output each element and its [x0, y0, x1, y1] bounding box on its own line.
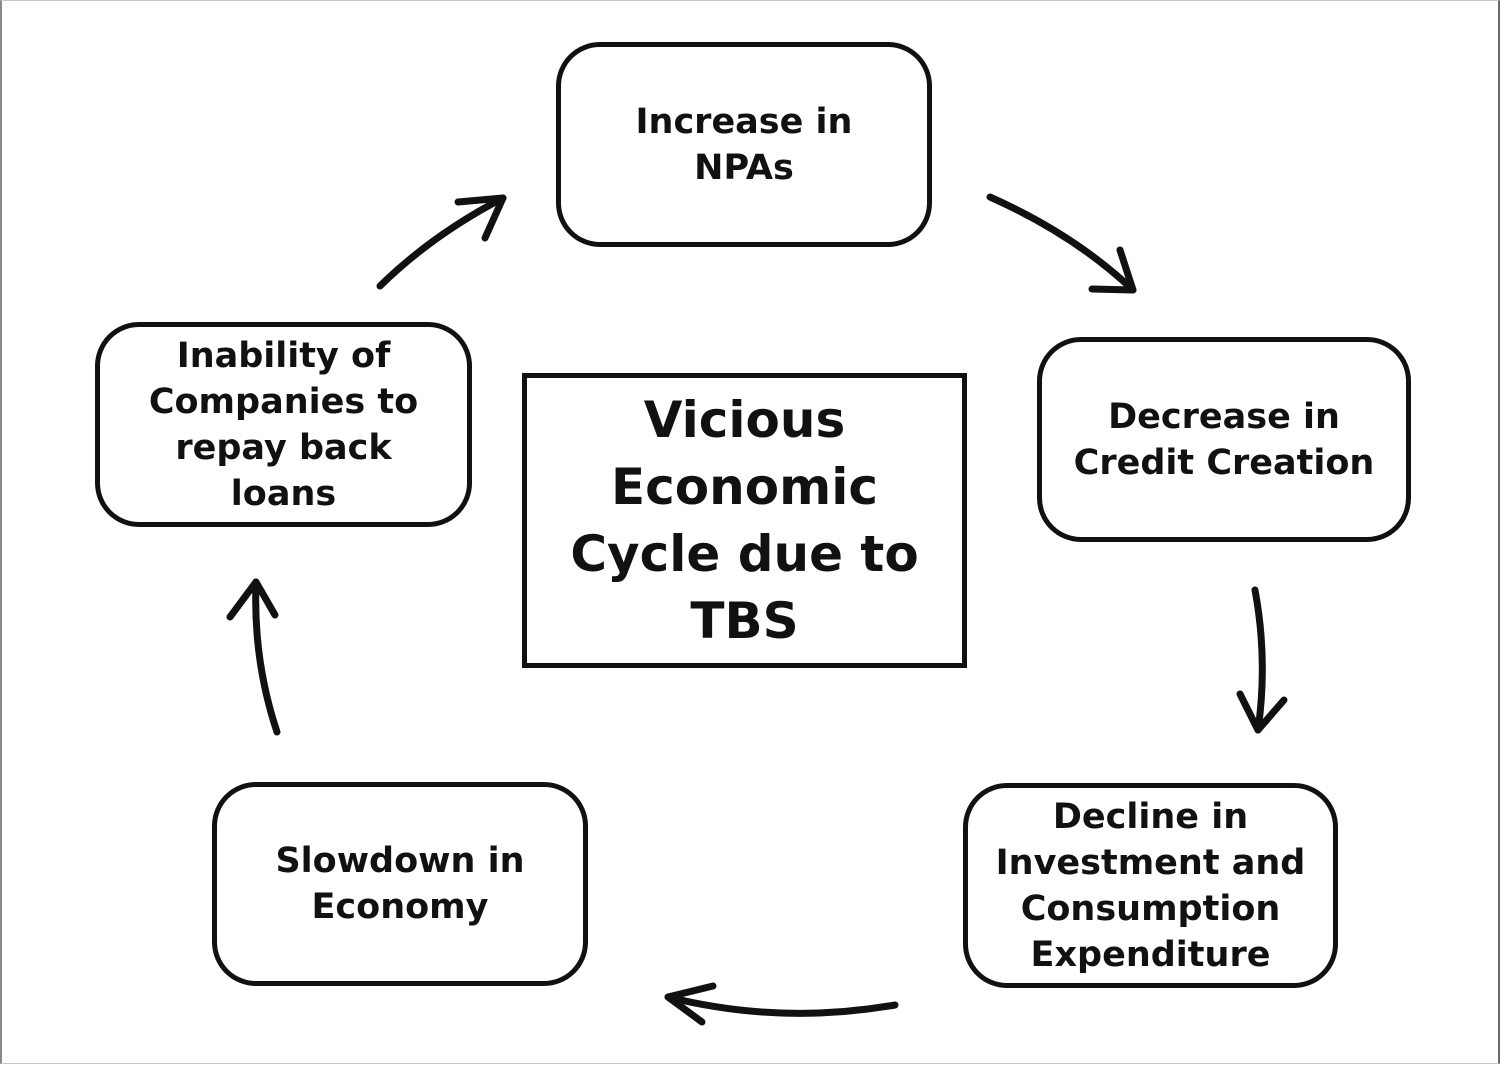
node-decrease-credit: Decrease in Credit Creation	[1037, 337, 1411, 542]
node-inability-repay-label: Inability of Companies to repay back loa…	[148, 335, 419, 514]
node-inability-repay: Inability of Companies to repay back loa…	[95, 322, 472, 527]
arrow-npas-to-credit	[986, 193, 1137, 294]
center-title-box: Vicious Economic Cycle due to TBS	[522, 373, 967, 668]
node-decline-investment: Decline in Investment and Consumption Ex…	[963, 783, 1338, 988]
node-decline-investment-label: Decline in Investment and Consumption Ex…	[995, 796, 1306, 975]
node-increase-npas: Increase in NPAs	[556, 42, 932, 247]
arrow-inability-to-npas	[376, 194, 507, 290]
arrow-credit-to-investment	[1236, 586, 1288, 734]
node-slowdown-economy: Slowdown in Economy	[212, 782, 588, 986]
node-slowdown-economy-label: Slowdown in Economy	[275, 841, 525, 927]
arrow-slowdown-to-inability	[226, 578, 281, 736]
node-increase-npas-label: Increase in NPAs	[635, 101, 853, 188]
arrow-investment-to-slowdown	[664, 982, 899, 1026]
node-decrease-credit-label: Decrease in Credit Creation	[1073, 396, 1375, 483]
center-title: Vicious Economic Cycle due to TBS	[570, 390, 919, 650]
